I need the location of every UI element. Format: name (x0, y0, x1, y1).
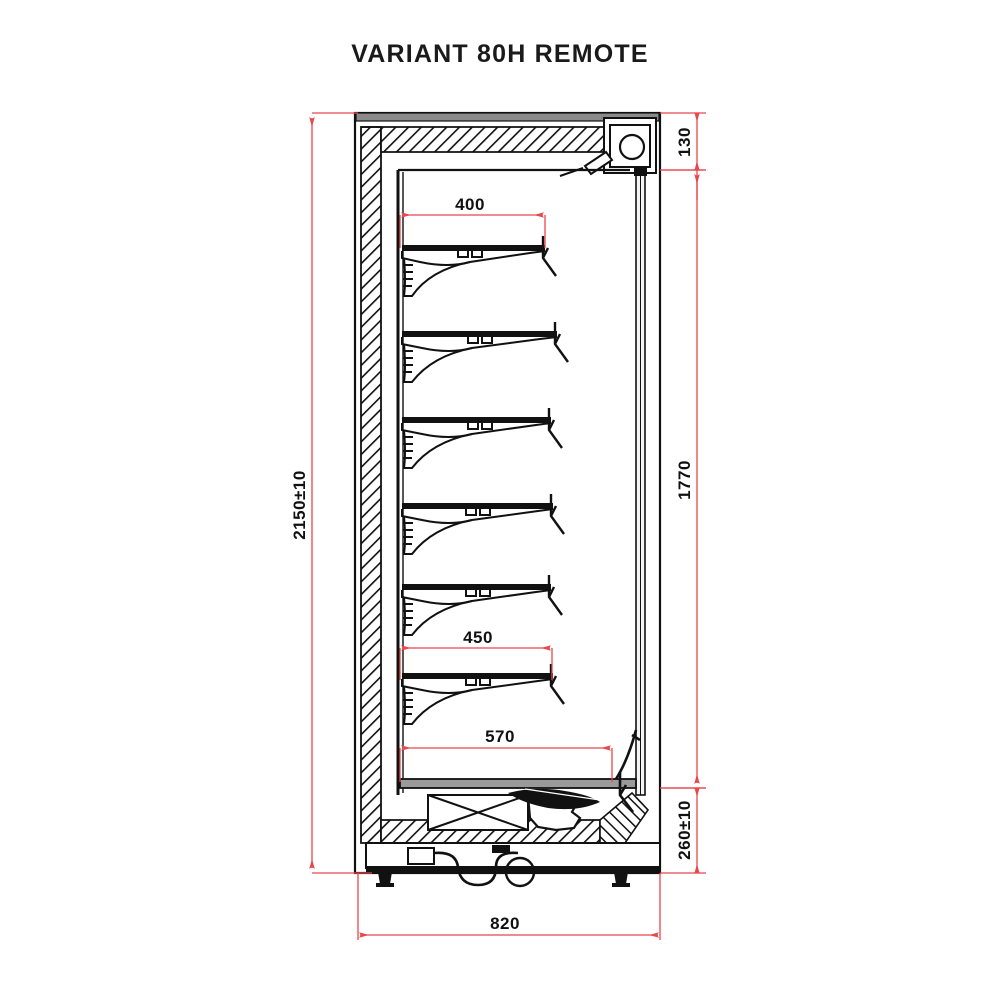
dim-label-base-height: 260±10 (675, 800, 694, 860)
dim-label-overall-depth: 820 (490, 914, 520, 933)
shelf-2 (401, 322, 569, 383)
base-display-deck (399, 729, 641, 813)
dim-label-overall-height: 2150±10 (290, 470, 309, 540)
roller-drum-icon (618, 133, 646, 161)
page-title: VARIANT 80H REMOTE (351, 40, 649, 68)
dimension-lines (309, 112, 706, 940)
dim-label-deck-depth: 570 (485, 727, 515, 746)
dim-label-shelf-top-depth: 400 (455, 195, 485, 214)
shelf-3 (401, 408, 563, 469)
dim-label-shelf-low-depth: 450 (463, 628, 493, 647)
shelf-4 (401, 494, 565, 555)
dim-label-display-height: 1770 (675, 460, 694, 500)
shelf-5 (401, 575, 563, 636)
shelf-6 (401, 664, 565, 725)
shelf-1 (401, 236, 557, 297)
machine-compartment (427, 788, 601, 832)
dimension-labels: 2150±10 130 1770 260±10 820 400 450 570 (290, 127, 694, 933)
levelling-foot-right (614, 872, 628, 884)
night-blind-roller-assembly (559, 117, 657, 177)
cabinet-outer-body (353, 111, 662, 875)
drain-trap-icon (433, 851, 519, 887)
levelling-foot-left (378, 872, 392, 884)
insulation-walls (360, 126, 650, 844)
dim-label-top-height: 130 (675, 127, 694, 157)
base-plinth (365, 842, 661, 888)
rear-upright-column (396, 168, 630, 795)
front-air-curtain-channel (634, 166, 647, 796)
